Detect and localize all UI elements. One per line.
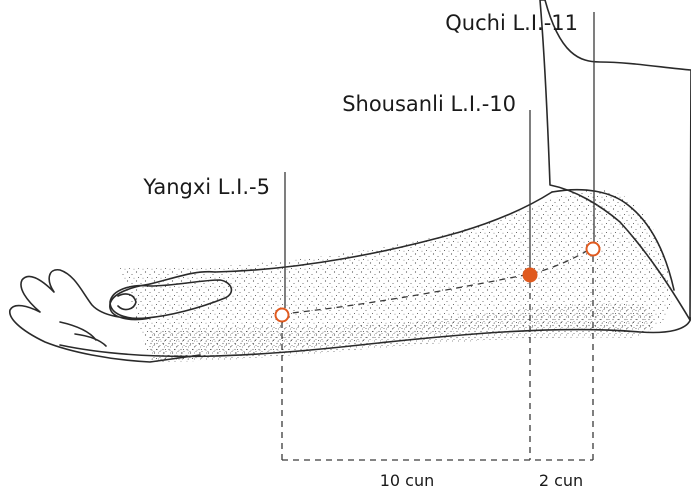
ten-cun-label: 10 cun: [380, 471, 435, 490]
arm-illustration: [10, 0, 691, 362]
yangxi-point-marker: [276, 309, 289, 322]
shousanli-point-marker: [523, 268, 537, 282]
shousanli-label: Shousanli L.I.-10: [342, 92, 516, 116]
quchi-label: Quchi L.I.-11: [445, 11, 578, 35]
finger-crease-2: [75, 334, 106, 346]
quchi-point-marker: [587, 243, 600, 256]
yangxi-label: Yangxi L.I.-5: [142, 175, 270, 199]
two-cun-label: 2 cun: [539, 471, 583, 490]
